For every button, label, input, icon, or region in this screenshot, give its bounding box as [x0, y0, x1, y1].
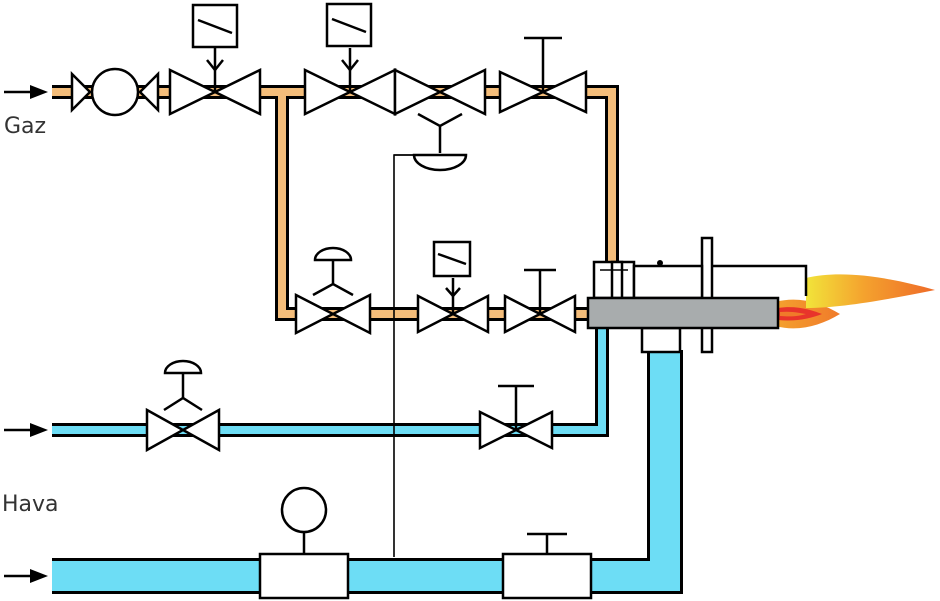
- gas-meter-icon: [70, 67, 160, 117]
- pilot-air-regulator-icon: [145, 359, 221, 453]
- air-label: Hava: [2, 492, 59, 517]
- solenoid-valve-2-icon: [303, 2, 397, 117]
- gas-manual-valve-icon: [498, 36, 588, 114]
- pilot-regulator-icon: [294, 246, 372, 336]
- solenoid-valve-1-icon: [168, 3, 262, 117]
- gas-label: Gaz: [4, 114, 47, 139]
- pilot-air-pipe: [52, 328, 606, 434]
- burner-icon: [586, 236, 935, 354]
- air-pipe-network: [52, 328, 683, 594]
- pilot-air-manual-valve-icon: [478, 384, 554, 451]
- air-control-damper-icon: [501, 532, 593, 600]
- main-flame-icon: [806, 274, 935, 308]
- main-air-pipe: [52, 350, 680, 591]
- pilot-manual-valve-icon: [503, 268, 577, 335]
- main-air-inlet-arrow: [4, 569, 48, 583]
- burner-tube: [586, 296, 780, 330]
- pilot-solenoid-valve-icon: [416, 240, 490, 335]
- air-flow-meter-icon: [258, 486, 350, 600]
- gas-inlet-arrow: [4, 85, 48, 99]
- gas-pilot-pipe: [278, 92, 588, 318]
- pilot-air-inlet-arrow: [4, 423, 48, 437]
- impulse-line: [393, 154, 414, 557]
